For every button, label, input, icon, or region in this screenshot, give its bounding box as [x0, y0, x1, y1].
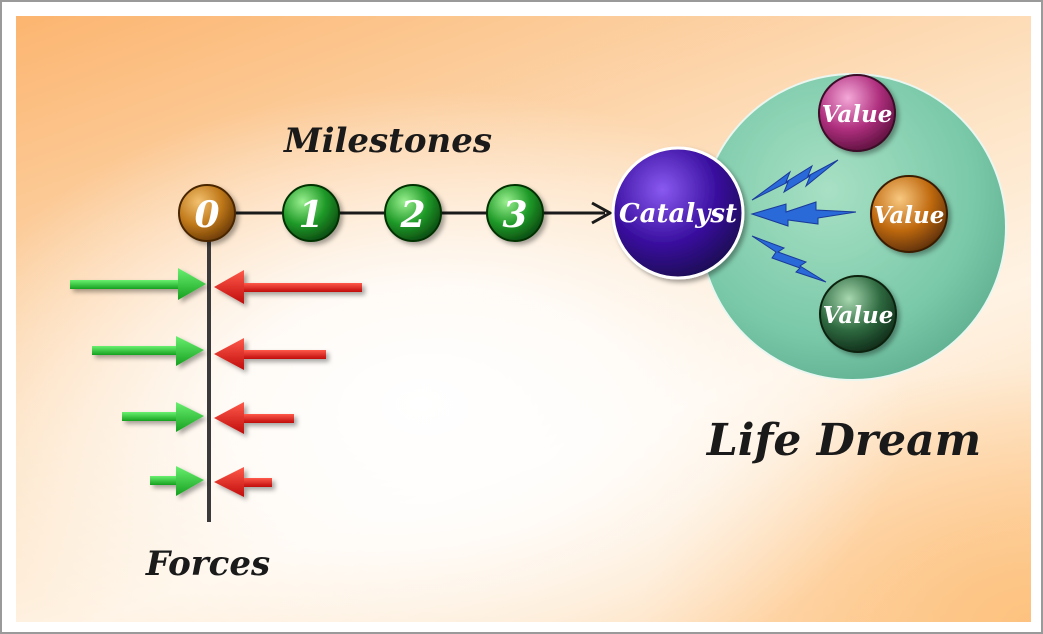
milestone-0-label: 0 [194, 194, 219, 236]
milestone-arrowhead [591, 201, 614, 225]
value-label-1: Value [822, 101, 893, 128]
milestone-3-label: 3 [502, 194, 527, 236]
resist-arrow [214, 270, 362, 304]
life-dream-title: Life Dream [705, 415, 981, 466]
resist-arrow [214, 467, 272, 497]
value-node-2: Value [870, 175, 948, 253]
catalyst-label: Catalyst [619, 199, 737, 229]
push-arrow [92, 336, 204, 366]
resist-arrows [214, 270, 362, 497]
value-label-2: Value [874, 202, 945, 229]
resist-arrow [214, 338, 326, 370]
forces-title: Forces [145, 544, 270, 584]
milestone-2-label: 2 [399, 194, 425, 236]
value-node-3: Value [819, 275, 897, 353]
milestone-1: 1 [282, 184, 340, 242]
milestone-0: 0 [178, 184, 236, 242]
value-node-1: Value [818, 74, 896, 152]
lightning-icon [751, 235, 827, 283]
lightning-bolts [750, 159, 857, 283]
catalyst-node: Catalyst [611, 146, 745, 280]
push-arrows [70, 268, 206, 496]
milestone-3: 3 [486, 184, 544, 242]
lightning-icon [750, 201, 857, 227]
milestone-1-label: 1 [298, 194, 323, 236]
value-label-3: Value [823, 302, 894, 329]
milestone-2: 2 [384, 184, 442, 242]
resist-arrow [214, 402, 294, 434]
push-arrow [122, 402, 204, 432]
push-arrow [150, 466, 204, 496]
lightning-icon [751, 159, 839, 201]
milestones-title: Milestones [283, 121, 492, 161]
push-arrow [70, 268, 206, 300]
